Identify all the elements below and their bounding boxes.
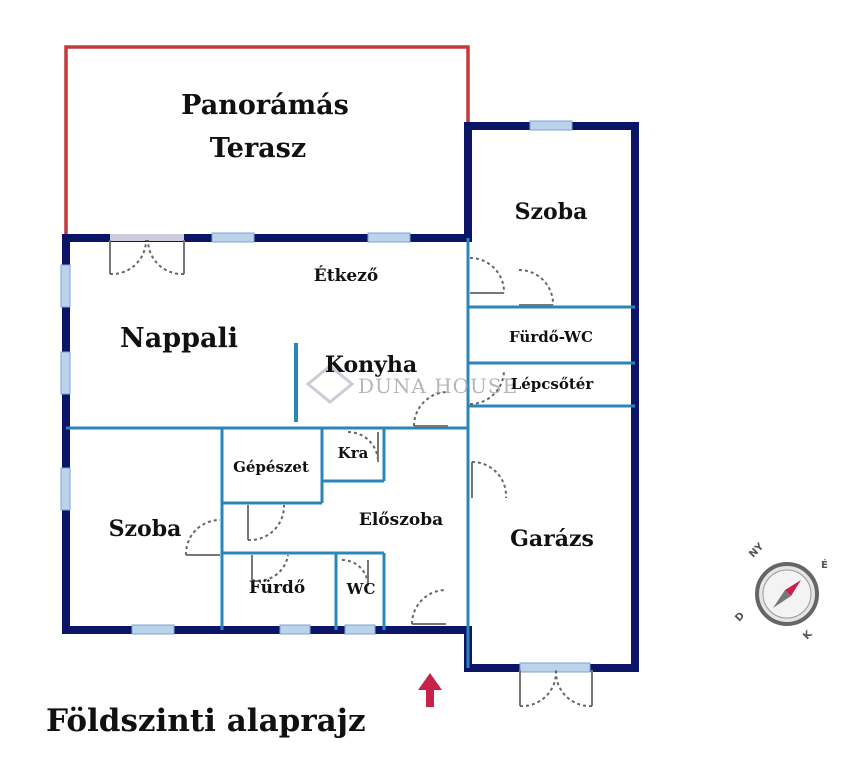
inner-walls	[66, 238, 635, 668]
label-wc: WC	[346, 580, 376, 598]
outer-wall-main	[62, 122, 639, 672]
compass-icon: NY É K D	[733, 541, 828, 642]
entrance-arrow-icon	[418, 673, 442, 707]
watermark: DUNA HOUSE	[305, 364, 518, 404]
label-hallway: Előszoba	[359, 510, 443, 530]
svg-text:NY: NY	[747, 541, 766, 560]
svg-text:K: K	[801, 628, 815, 642]
terrace-outline	[64, 45, 470, 238]
doors	[109, 239, 593, 708]
label-bedroom-top-right: Szoba	[515, 199, 588, 225]
svg-text:É: É	[821, 558, 828, 571]
windows	[60, 120, 591, 673]
label-stairwell: Lépcsőtér	[511, 375, 595, 393]
label-bathroom-wc-upper: Fürdő-WC	[509, 328, 593, 346]
svg-text:D: D	[733, 610, 747, 624]
label-dining: Étkező	[314, 265, 378, 286]
label-kitchen: Konyha	[325, 352, 417, 378]
plan-title: Földszinti alaprajz	[46, 703, 366, 739]
label-bedroom-left: Szoba	[109, 516, 182, 542]
label-utility-room: Gépészet	[233, 458, 309, 476]
label-living-room: Nappali	[120, 323, 238, 354]
label-garage: Garázs	[510, 526, 594, 552]
label-terrace-line2: Terasz	[210, 133, 306, 164]
label-pantry: Kra	[338, 444, 369, 462]
label-bathroom-lower: Fürdő	[249, 578, 305, 598]
label-terrace-line1: Panorámás	[181, 90, 349, 121]
svg-text:DUNA HOUSE: DUNA HOUSE	[358, 374, 518, 398]
